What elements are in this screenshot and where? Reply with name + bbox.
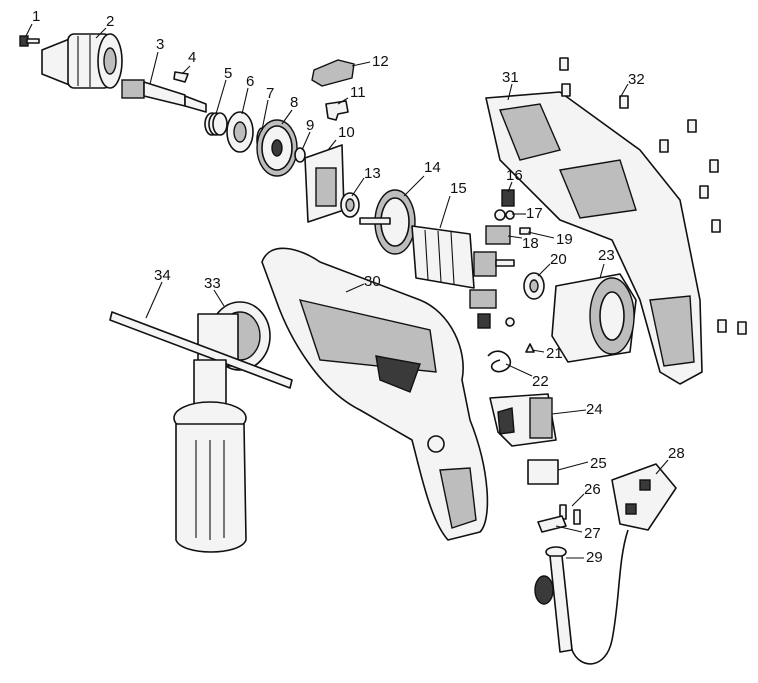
callout-29: 29	[586, 549, 603, 566]
part-1-screw	[19, 35, 40, 47]
callout-8: 8	[290, 94, 298, 111]
callout-14: 14	[424, 159, 441, 176]
part-19-screw	[519, 227, 531, 235]
callout-27: 27	[584, 525, 601, 542]
callout-12: 12	[372, 53, 389, 70]
callout-10: 10	[338, 124, 355, 141]
callout-11: 11	[350, 84, 366, 101]
part-13-bearing	[340, 192, 360, 218]
callout-24: 24	[586, 401, 603, 418]
part-2-chuck	[41, 33, 123, 89]
part-25-capacitor	[527, 459, 559, 485]
part-17-spring	[494, 209, 515, 221]
part-9-circlip	[294, 147, 306, 163]
callout-31: 31	[502, 69, 519, 86]
callout-20: 20	[550, 251, 567, 268]
callout-5: 5	[224, 65, 232, 82]
part-14-fan	[359, 189, 416, 255]
callout-32: 32	[628, 71, 645, 88]
part-12-knob	[311, 59, 355, 87]
callout-18: 18	[522, 235, 539, 252]
part-11-clip	[325, 100, 349, 121]
callout-23: 23	[598, 247, 615, 264]
part-23-stator	[551, 273, 637, 363]
callout-19: 19	[556, 231, 573, 248]
part-8-gear	[256, 119, 298, 177]
callout-28: 28	[668, 445, 685, 462]
part-24-switch	[489, 393, 557, 447]
part-27-cable-clamp	[537, 515, 567, 533]
callout-16: 16	[506, 167, 523, 184]
part-34-depth-gauge	[109, 311, 293, 389]
callout-15: 15	[450, 180, 467, 197]
callout-3: 3	[156, 36, 164, 53]
callout-21: 21	[546, 345, 563, 362]
leader-lines	[25, 23, 669, 559]
callout-26: 26	[584, 481, 601, 498]
callout-6: 6	[246, 73, 254, 90]
part-31-housing-right	[485, 91, 703, 385]
callout-2: 2	[106, 13, 114, 30]
part-22-wire-clip	[487, 350, 512, 373]
brush-holder-lower	[469, 289, 515, 329]
callout-34: 34	[154, 267, 171, 284]
part-10-plate	[304, 144, 345, 223]
part-18-brush-holder	[485, 225, 511, 245]
callout-22: 22	[532, 373, 549, 390]
callout-17: 17	[526, 205, 543, 222]
part-3-spindle	[121, 79, 207, 113]
part-30-housing-left	[261, 247, 489, 541]
part-32-screws	[559, 57, 747, 335]
part-28-plug	[565, 463, 677, 665]
part-6-bearing	[226, 111, 254, 153]
part-21-screw	[525, 343, 535, 353]
callout-25: 25	[590, 455, 607, 472]
part-5-spring	[204, 112, 228, 136]
side-handle-grip	[173, 359, 247, 553]
callout-33: 33	[204, 275, 221, 292]
callout-7: 7	[266, 85, 274, 102]
part-16-carbon-brush	[501, 189, 515, 207]
part-4-key	[173, 71, 189, 83]
callout-1: 1	[32, 8, 40, 25]
callout-13: 13	[364, 165, 381, 182]
part-15-armature	[411, 225, 515, 289]
callout-4: 4	[188, 49, 196, 66]
callout-9: 9	[306, 117, 314, 134]
callout-30: 30	[364, 273, 381, 290]
part-20-bearing	[523, 272, 545, 300]
callouts: 1 2 3 4 5 6 7 8 9 10 11 12 13 14 15 16 1…	[32, 8, 685, 566]
part-29-cord-guard	[534, 546, 573, 653]
